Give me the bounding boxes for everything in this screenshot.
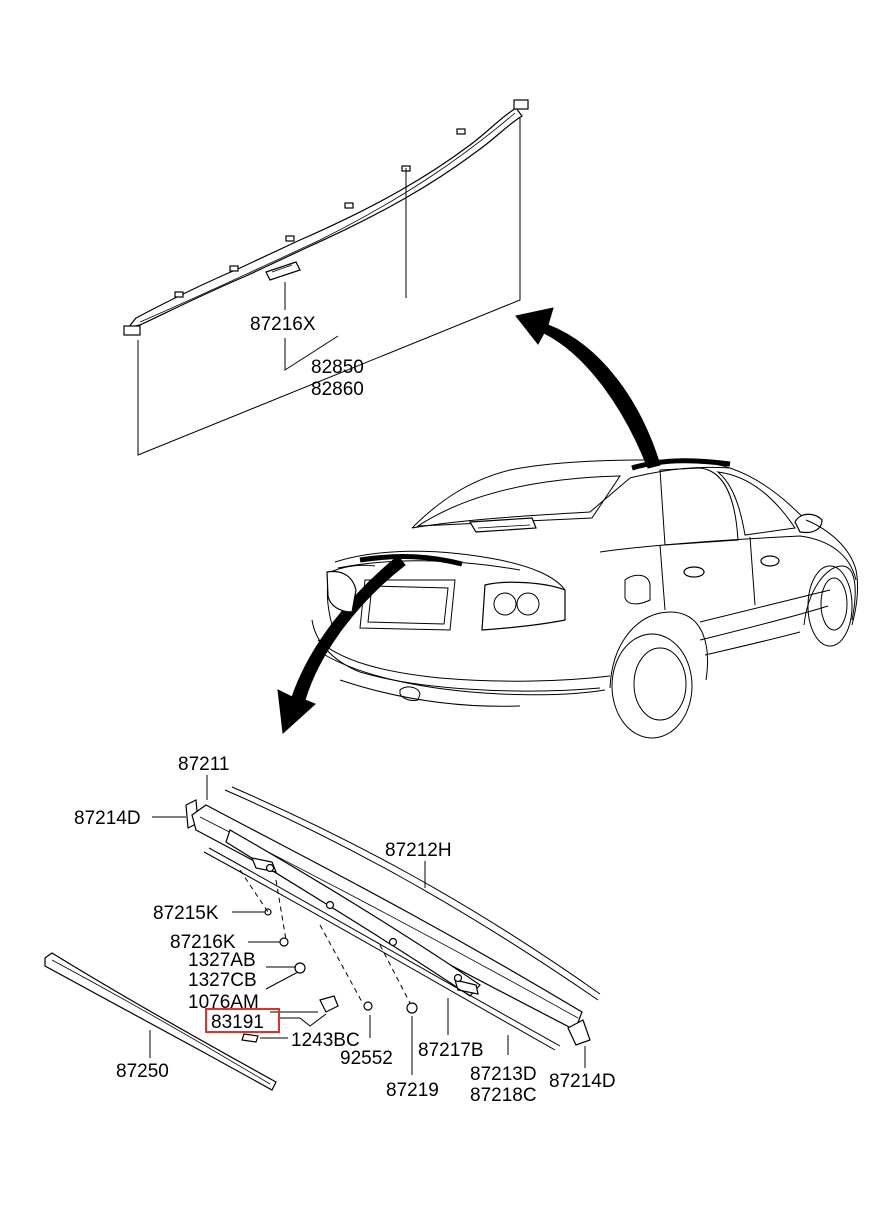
trunk-garnish-assembly xyxy=(44,775,601,1091)
callout-87212H: 87212H xyxy=(385,840,452,861)
callout-87215K: 87215K xyxy=(153,903,219,924)
callout-87214D-right: 87214D xyxy=(549,1071,616,1092)
arrow-to-roof-moulding xyxy=(515,307,661,469)
roof-moulding-assembly xyxy=(123,99,529,456)
callout-1243BC: 1243BC xyxy=(291,1030,360,1051)
callout-82850: 82850 xyxy=(311,357,364,378)
callout-92552: 92552 xyxy=(340,1048,393,1069)
callout-87213D: 87213D xyxy=(470,1064,537,1085)
callout-87216K: 87216K xyxy=(170,932,236,953)
callout-87214D-left: 87214D xyxy=(74,808,141,829)
callout-1327AB: 1327AB xyxy=(188,950,256,971)
callout-87250: 87250 xyxy=(116,1061,169,1082)
callout-87219: 87219 xyxy=(386,1080,439,1101)
callout-83191: 83191 xyxy=(211,1012,264,1033)
callout-82860: 82860 xyxy=(311,379,364,400)
callout-87216X: 87216X xyxy=(250,314,316,335)
callout-87211: 87211 xyxy=(178,754,229,775)
arrow-to-trunk-garnish xyxy=(277,555,406,735)
callout-87217B: 87217B xyxy=(418,1040,484,1061)
vehicle-illustration xyxy=(311,458,859,739)
highlight-box-83191 xyxy=(205,1008,280,1033)
callout-1076AM: 1076AM xyxy=(188,992,259,1013)
callout-87218C: 87218C xyxy=(470,1085,537,1106)
callout-1327CB: 1327CB xyxy=(188,970,257,991)
